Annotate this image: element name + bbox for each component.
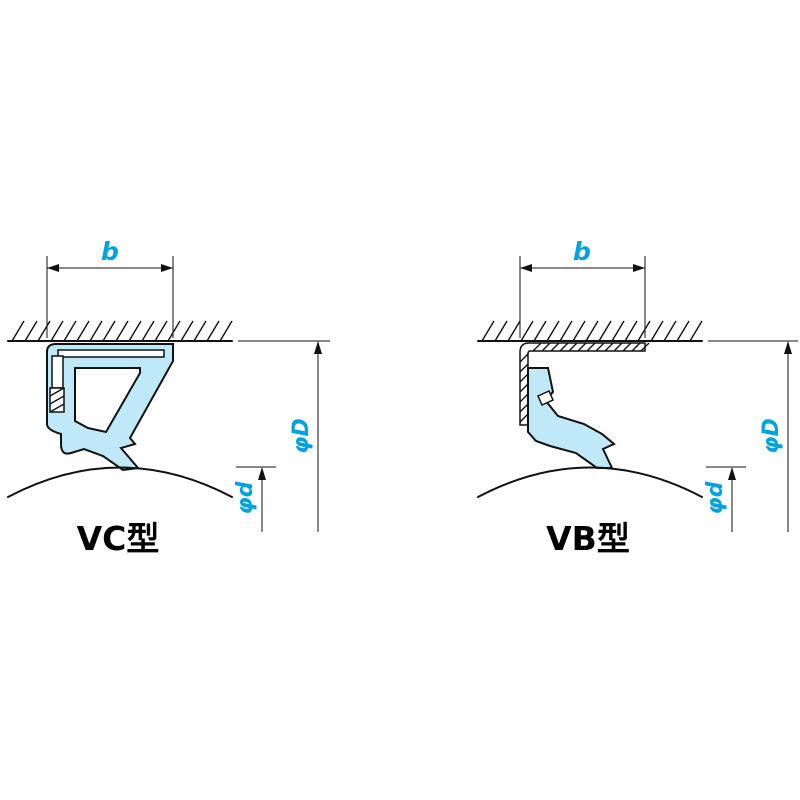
vc-dim-shaft-diameter: φd bbox=[233, 466, 276, 532]
vb-metal-case bbox=[519, 342, 646, 426]
vc-dim-shaft-label: φd bbox=[233, 481, 258, 514]
vc-dim-width: b bbox=[46, 237, 174, 338]
vc-case-insert-vertical bbox=[51, 355, 64, 389]
vc-case-insert-horizontal bbox=[57, 349, 165, 358]
vb-dim-outer-arrow bbox=[784, 341, 792, 354]
vc-dim-outer-diameter: φD bbox=[238, 340, 330, 532]
vb-dim-shaft-arrow bbox=[728, 467, 736, 480]
vc-dim-width-label: b bbox=[101, 237, 119, 266]
vc-dim-width-extension-lines bbox=[46, 256, 174, 338]
vb-metal-case-hatching bbox=[519, 342, 650, 423]
vb-type-label: VB型 bbox=[546, 519, 630, 558]
vb-dim-width-arrow-right bbox=[633, 264, 645, 272]
vc-dim-outer-arrow bbox=[314, 341, 322, 354]
vc-case-section-hatching bbox=[49, 387, 65, 413]
vb-dim-width-label: b bbox=[573, 237, 591, 266]
vb-dim-width-extension-lines bbox=[519, 256, 646, 338]
vb-rubber-cross-section bbox=[527, 367, 616, 469]
vb-dim-outer-diameter: φD bbox=[708, 340, 798, 532]
vc-dim-shaft-arrow bbox=[258, 467, 266, 480]
vb-spring-groove bbox=[537, 390, 554, 406]
vc-shaft-curve bbox=[7, 466, 233, 498]
vb-shaft-curve bbox=[477, 466, 703, 498]
vb-dim-shaft-label: φd bbox=[703, 481, 728, 514]
vb-dim-outer-label: φD bbox=[759, 418, 784, 453]
vb-dim-width: b bbox=[519, 237, 646, 338]
vc-diagram: b φD φd bbox=[7, 237, 330, 558]
vb-dim-width-arrow-left bbox=[520, 264, 532, 272]
vc-seal-cross-section bbox=[46, 343, 174, 472]
vc-dim-outer-label: φD bbox=[289, 418, 314, 453]
vb-housing-hatching bbox=[481, 320, 703, 342]
vc-type-label: VC型 bbox=[77, 519, 160, 558]
vc-dim-width-arrow-right bbox=[161, 264, 173, 272]
vc-dim-width-arrow-left bbox=[47, 264, 59, 272]
vc-housing-hatching bbox=[11, 320, 233, 342]
vb-dim-shaft-diameter: φd bbox=[703, 466, 746, 532]
vb-diagram: b φD φd bbox=[477, 237, 798, 558]
